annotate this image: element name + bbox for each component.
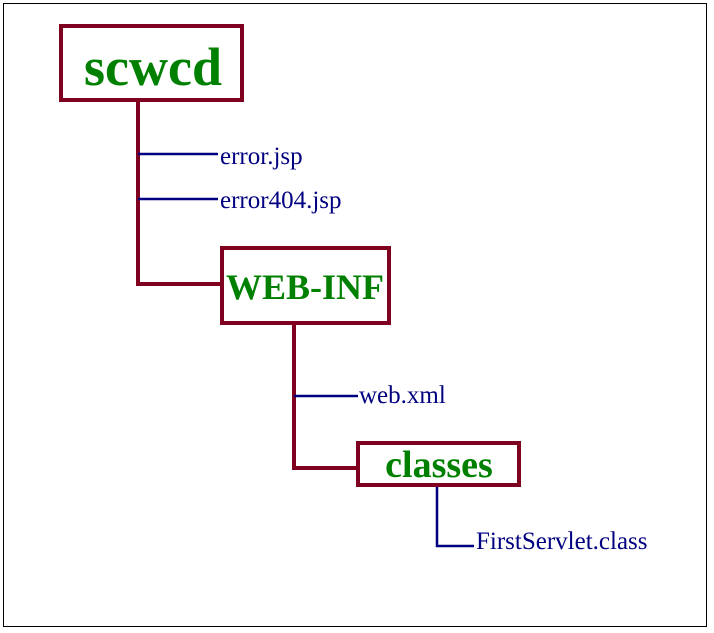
folder-classes: classes (356, 441, 521, 487)
folder-scwcd: scwcd (59, 24, 244, 102)
folder-classes-label: classes (385, 444, 493, 486)
file-error404-jsp: error404.jsp (220, 187, 342, 214)
file-web-xml: web.xml (359, 382, 446, 409)
folder-web-inf: WEB-INF (220, 246, 391, 325)
folder-classes-box (356, 441, 521, 487)
folder-web-inf-label: WEB-INF (226, 267, 384, 307)
firstservlet-connector (435, 485, 474, 548)
folder-web-inf-box (220, 246, 391, 325)
diagram-frame (3, 3, 707, 627)
folder-scwcd-label: scwcd (84, 37, 222, 97)
root-to-webinf-connector (136, 100, 222, 286)
file-firstservlet-class: FirstServlet.class (476, 528, 648, 555)
webinf-to-classes-connector (292, 323, 358, 470)
folder-scwcd-box (59, 24, 244, 102)
file-error-jsp: error.jsp (220, 143, 303, 170)
